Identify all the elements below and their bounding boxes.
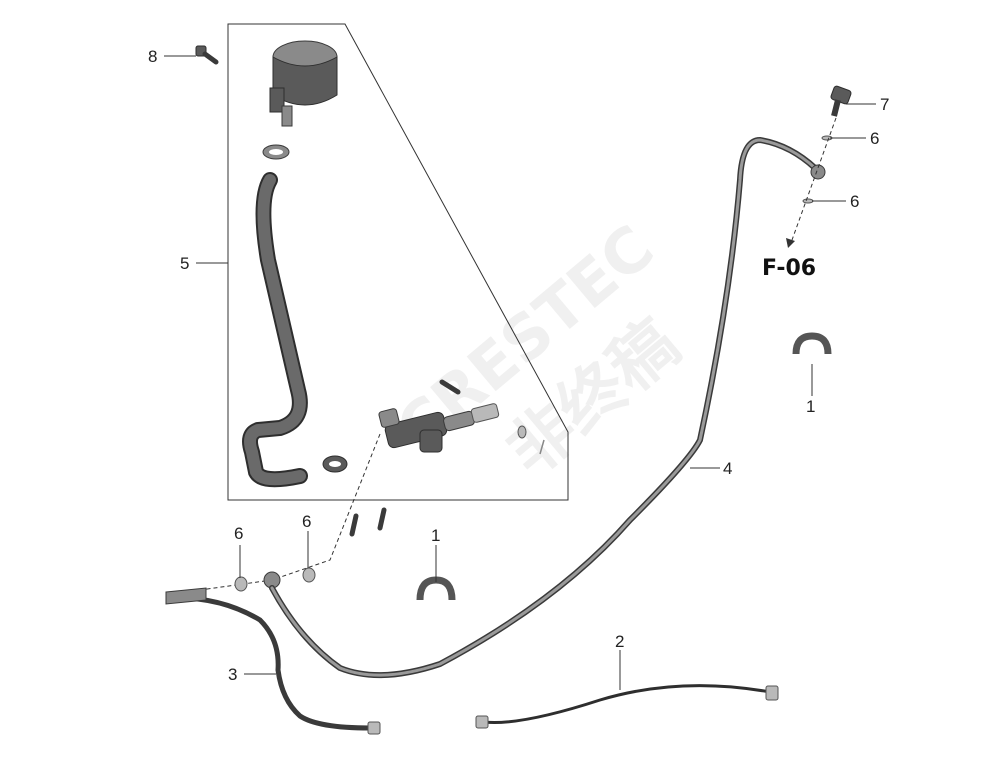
master-cylinder — [378, 403, 500, 453]
watermark: CRESTEC 非终稿 — [383, 211, 694, 491]
callout-6b: 6 — [302, 512, 311, 531]
callout-3: 3 — [228, 665, 237, 684]
reference-label: F-06 — [762, 256, 816, 281]
washer-right — [302, 567, 316, 583]
reservoir-bolt — [195, 45, 219, 65]
callout-6a: 6 — [234, 524, 243, 543]
callout-4: 4 — [723, 459, 732, 478]
reservoir-tank — [269, 40, 338, 127]
dashed-assembly-line-upper — [791, 117, 837, 241]
callout-6d: 6 — [850, 192, 859, 211]
wire-connector-right — [765, 685, 779, 701]
callout-8: 8 — [148, 47, 157, 66]
inset-frame — [227, 23, 569, 501]
hose-clamp-lower — [322, 455, 348, 473]
hose-clip-upper — [792, 332, 832, 355]
callout-7: 7 — [880, 95, 889, 114]
callout-1b: 1 — [806, 397, 815, 416]
callout-5: 5 — [180, 254, 189, 273]
hose-end-fitting — [165, 587, 207, 605]
mounting-bolts — [349, 507, 387, 537]
clutch-hose-short — [167, 595, 373, 731]
dashed-assembly-line-left — [199, 433, 381, 591]
upper-banjo-fitting — [810, 164, 826, 180]
hose-clamp — [262, 144, 290, 160]
wire-connector-left — [475, 715, 489, 729]
washer-left — [234, 576, 248, 592]
bolt-upper — [439, 379, 461, 395]
washer-upper-2 — [802, 198, 814, 204]
callout-2: 2 — [615, 632, 624, 651]
arrowhead-upper — [786, 238, 795, 248]
hose-clip-lower — [416, 576, 456, 601]
callout-1a: 1 — [431, 526, 440, 545]
switch-wire — [482, 684, 772, 724]
banjo-bolt-upper — [830, 85, 852, 117]
callout-6c: 6 — [870, 129, 879, 148]
hose-connector — [367, 721, 381, 735]
o-ring-and-pin — [517, 425, 545, 455]
